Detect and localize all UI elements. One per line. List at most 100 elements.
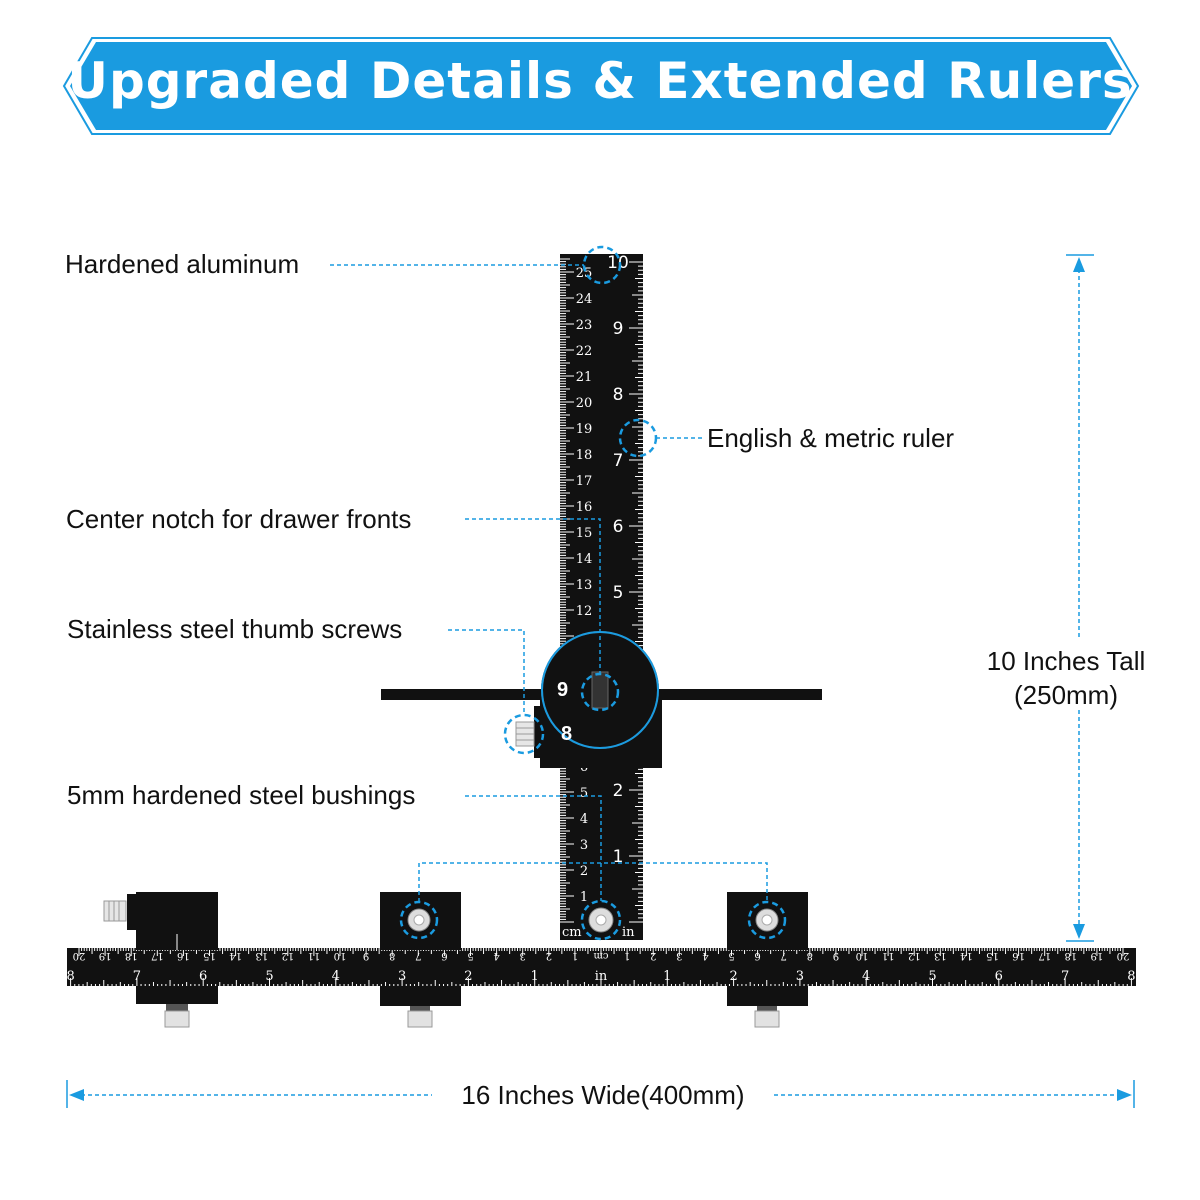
horizontal-cm-label: 10 — [334, 950, 347, 961]
vertical-cm-label: 4 — [580, 812, 588, 827]
vertical-cm-label: 3 — [580, 838, 588, 853]
vertical-ruler — [560, 254, 643, 940]
vertical-cm-label: 24 — [576, 292, 593, 307]
horizontal-inch-label: 8 — [1127, 969, 1135, 984]
svg-text:9: 9 — [557, 679, 568, 701]
horizontal-cm-label: 5 — [728, 950, 734, 961]
vertical-cm-label: 22 — [576, 344, 593, 359]
horizontal-cm-label: 7 — [781, 950, 787, 961]
horizontal-cm-label: 17 — [151, 950, 164, 961]
horizontal-cm-label: 8 — [807, 950, 813, 961]
bushing-icon — [580, 899, 622, 941]
horizontal-inch-label: 3 — [398, 969, 406, 984]
vertical-cm-unit: cm — [562, 925, 582, 940]
vertical-inch-label: 6 — [613, 517, 624, 537]
horizontal-inch-label: 6 — [199, 969, 207, 984]
horizontal-cm-label: 3 — [520, 950, 526, 961]
horizontal-cm-label: 4 — [702, 950, 708, 961]
vertical-cm-label: 14 — [576, 552, 593, 567]
vertical-in-unit: in — [622, 925, 635, 940]
vertical-inch-label: 5 — [613, 583, 624, 603]
horizontal-cm-label: 6 — [754, 950, 760, 961]
vertical-cm-label: 16 — [576, 500, 593, 515]
horizontal-cm-label: 16 — [1012, 950, 1025, 961]
horizontal-cm-label: 2 — [546, 950, 552, 961]
bushings-leader — [465, 795, 602, 901]
horizontal-cm-label: 8 — [389, 950, 395, 961]
vertical-cm-label: 12 — [576, 604, 593, 619]
aluminum-highlight — [582, 245, 622, 285]
thumb-screw-icon — [103, 900, 127, 922]
horizontal-cm-label: 11 — [882, 950, 895, 961]
horizontal-inch-label: 4 — [332, 969, 340, 984]
height-dimension — [1066, 254, 1094, 942]
horizontal-inch-label: 7 — [1061, 969, 1069, 984]
thumb-screw-icon — [503, 713, 545, 755]
horizontal-cm-label: 18 — [125, 950, 138, 961]
vertical-cm-label: 1 — [580, 890, 588, 905]
horizontal-ruler-ticks — [70, 948, 1132, 986]
vertical-inch-label: 2 — [613, 781, 624, 801]
horizontal-cm-label: 15 — [203, 950, 216, 961]
vertical-inch-label: 9 — [613, 319, 624, 339]
width-label: 16 Inches Wide(400mm) — [461, 1080, 745, 1110]
horizontal-cm-label: 6 — [441, 950, 447, 961]
banner — [62, 37, 1140, 135]
horizontal-cm-label: 12 — [908, 950, 921, 961]
horizontal-cm-label: 11 — [308, 950, 321, 961]
horizontal-cm-label: 2 — [650, 950, 656, 961]
horizontal-cm-label: 3 — [676, 950, 682, 961]
banner-title: Upgraded Details & Extended Rulers — [67, 52, 1133, 110]
vertical-cm-label: 21 — [576, 370, 593, 385]
horizontal-inch-label: 2 — [729, 969, 737, 984]
horizontal-cm-label: 7 — [415, 950, 421, 961]
horizontal-cm-label: 20 — [1117, 950, 1130, 961]
horizontal-cm-label: 19 — [99, 950, 112, 961]
horizontal-inch-label: in — [595, 969, 608, 984]
horizontal-cm-label: 9 — [833, 950, 839, 961]
horizontal-inch-label: 6 — [995, 969, 1003, 984]
notch-leader — [465, 518, 601, 674]
horizontal-inch-label: 4 — [862, 969, 870, 984]
horizontal-inch-label: 5 — [928, 969, 936, 984]
height-label-line2: (250mm) — [1013, 680, 1118, 710]
horizontal-cm-label: 13 — [934, 950, 947, 961]
vertical-cm-label: 5 — [580, 786, 588, 801]
horizontal-cm-label: 1 — [624, 950, 630, 961]
horizontal-cm-label: 13 — [255, 950, 268, 961]
banner-shape — [70, 42, 1132, 130]
callout-aluminum: Hardened aluminum — [65, 249, 300, 279]
horizontal-inch-label: 1 — [531, 969, 539, 984]
callout-bushings: 5mm hardened steel bushings — [67, 780, 416, 810]
notch-icon — [591, 671, 609, 709]
bushings-link-left — [418, 862, 768, 902]
vertical-inch-label: 1 — [613, 847, 624, 867]
vertical-cm-label: 17 — [576, 474, 593, 489]
horizontal-cm-label: cm — [593, 950, 609, 961]
horizontal-cm-label: 14 — [960, 950, 973, 961]
horizontal-cm-label: 9 — [363, 950, 369, 961]
horizontal-cm-label: 15 — [986, 950, 999, 961]
horizontal-inch-label: 8 — [66, 969, 74, 984]
width-dimension — [66, 1080, 1135, 1108]
thumb-screw-leader — [448, 629, 525, 715]
vertical-cm-label: 19 — [576, 422, 593, 437]
horizontal-cm-label: 19 — [1091, 950, 1104, 961]
horizontal-inch-label: 2 — [464, 969, 472, 984]
vertical-ruler-cm-labels: 1234561213141516171819202122232425 — [576, 266, 593, 905]
vertical-cm-label: 13 — [576, 578, 593, 593]
callout-ruler: English & metric ruler — [707, 423, 955, 453]
horizontal-cm-label: 5 — [467, 950, 473, 961]
horizontal-inch-label: 1 — [663, 969, 671, 984]
horizontal-cm-label: 12 — [281, 950, 294, 961]
horizontal-cm-label: 1 — [572, 950, 578, 961]
vertical-cm-label: 2 — [580, 864, 588, 879]
horizontal-inch-label: 3 — [796, 969, 804, 984]
callout-thumb-screws: Stainless steel thumb screws — [67, 614, 403, 644]
banner-outline — [62, 37, 1140, 135]
horizontal-inch-label: 5 — [265, 969, 273, 984]
